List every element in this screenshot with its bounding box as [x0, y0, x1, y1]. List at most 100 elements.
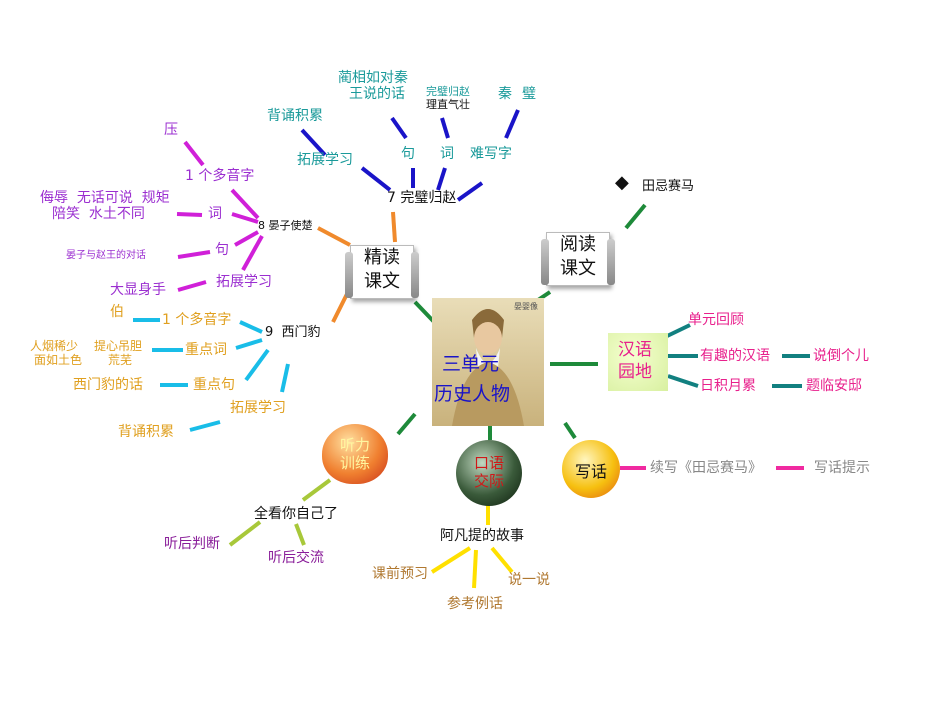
center-title-line2: 历史人物: [434, 383, 511, 405]
link-tuozhan-beisong: [189, 420, 221, 432]
lesson8-num: 8: [258, 219, 265, 232]
link-center-tingli: [396, 412, 417, 436]
link-hanyu-daily: [667, 374, 699, 388]
lesson8-duoyin[interactable]: 1 个多音字: [185, 168, 254, 184]
lesson9-words-b[interactable]: 提心吊胆 荒芜: [94, 339, 142, 368]
lesson8-ya[interactable]: 压: [164, 122, 178, 138]
link-l9-duoyin: [239, 320, 263, 334]
lin-line1: 蔺相如对秦: [338, 70, 408, 86]
link-l8-duoyin: [230, 188, 260, 220]
branch-jingdu[interactable]: 精读 课文: [345, 245, 419, 299]
lesson9-words-a1: 人烟稀少: [30, 339, 79, 353]
lesson8-node[interactable]: 8 晏子使楚: [258, 219, 313, 233]
lesson7-beisong[interactable]: 背诵积累: [267, 108, 323, 124]
lesson8-tuozhan-item[interactable]: 大显身手: [110, 282, 166, 298]
link-l8-ci: [231, 212, 259, 224]
wanbi-line1: 完璧归赵: [426, 85, 470, 98]
oral-b[interactable]: 参考例话: [447, 596, 503, 612]
lesson9-beisong[interactable]: 背诵积累: [118, 424, 174, 440]
lesson9-duoyin[interactable]: 1 个多音字: [162, 312, 232, 328]
lesson7-idiom[interactable]: 完璧归赵 理直气壮: [426, 85, 470, 111]
lesson7-node[interactable]: 7 完璧归赵: [387, 190, 456, 206]
link-ci-wanbi: [440, 117, 450, 139]
link-jingdu-l8: [317, 226, 351, 247]
link-story-b: [472, 549, 478, 589]
branch-yuedu-line2: 课文: [560, 258, 596, 279]
branch-tingli-line2: 训练: [339, 454, 370, 472]
lesson9-ju-item[interactable]: 西门豹的话: [73, 377, 143, 393]
scroll-icon: [607, 239, 615, 285]
garden-daily-item[interactable]: 题临安邸: [806, 378, 862, 394]
reading-bullet-icon: ◆: [615, 172, 629, 193]
branch-kouyu[interactable]: 口语 交际: [456, 440, 522, 506]
branch-hanyu[interactable]: 汉语 园地: [608, 333, 668, 391]
garden-fun[interactable]: 有趣的汉语: [700, 348, 770, 364]
branch-xiehua-label: 写话: [574, 462, 607, 481]
lesson7-lin-quote[interactable]: 蔺相如对秦 王说的话: [338, 70, 408, 102]
lesson9-words-a2: 面如土色: [34, 352, 83, 367]
listening-b[interactable]: 听后交流: [268, 550, 324, 566]
lesson8-ju[interactable]: 句: [215, 242, 229, 258]
lesson9-zhongdianci[interactable]: 重点词: [185, 342, 227, 358]
link-title-b: [294, 523, 306, 546]
lesson9-words-b2: 荒芜: [108, 352, 133, 367]
link-l9-ju: [244, 348, 270, 382]
lesson7-ju[interactable]: 句: [401, 146, 415, 162]
listening-title[interactable]: 全看你自己了: [254, 506, 338, 522]
center-title-line1: 三单元: [442, 353, 500, 375]
lesson9-bo[interactable]: 伯: [110, 304, 124, 320]
lesson8-duoyin-num: 1 个: [185, 168, 213, 184]
lesson7-char-bi[interactable]: 璧: [522, 86, 536, 102]
lesson8-words[interactable]: 侮辱 无话可说 规矩 陪笑 水土不同: [40, 190, 170, 222]
branch-hanyu-line1: 汉语: [618, 340, 652, 360]
link-l7-nanxie: [456, 181, 484, 202]
lesson9-node[interactable]: 9 西门豹: [265, 325, 321, 341]
link-l9-ci: [235, 338, 263, 350]
wanbi-line2: 理直气壮: [426, 97, 470, 111]
center-node: 晏婴像 三单元 历史人物: [432, 298, 544, 426]
lesson8-ci[interactable]: 词: [208, 206, 222, 222]
scroll-icon: [541, 239, 549, 285]
branch-tingli-line1: 听力: [339, 436, 370, 454]
listening-a[interactable]: 听后判断: [164, 536, 220, 552]
lesson8-words-line2: 陪笑 水土不同: [52, 206, 145, 223]
lesson9-tuozhan[interactable]: 拓展学习: [230, 400, 286, 416]
link-l9-tuozhan: [280, 363, 290, 393]
link-title-a: [228, 520, 262, 547]
branch-jingdu-line1: 精读: [364, 247, 400, 268]
link-l8-ju: [234, 230, 259, 247]
link-story-c: [490, 546, 514, 574]
link-l7-tuozhan: [360, 166, 392, 192]
garden-fun-item[interactable]: 说倒个儿: [813, 348, 869, 364]
oral-c[interactable]: 说一说: [508, 572, 550, 588]
writing-task[interactable]: 续写《田忌赛马》: [650, 460, 762, 476]
link-nanxie-qinbi: [504, 109, 520, 139]
link-tuozhan-beisong: [300, 128, 327, 157]
oral-story[interactable]: 阿凡提的故事: [440, 528, 524, 544]
garden-daily[interactable]: 日积月累: [700, 378, 756, 394]
lesson9-zhongdianju[interactable]: 重点句: [193, 377, 235, 393]
writing-tip[interactable]: 写话提示: [814, 460, 870, 476]
reading-title[interactable]: 田忌赛马: [642, 179, 695, 194]
branch-tingli[interactable]: 听力 训练: [322, 424, 388, 484]
lesson7-char-qin[interactable]: 秦: [498, 86, 512, 102]
lesson7-tuozhan[interactable]: 拓展学习: [297, 152, 353, 168]
lesson7-title: 完璧归赵: [400, 190, 457, 206]
link-l8-tuozhan: [241, 235, 264, 271]
lesson8-ju-item[interactable]: 晏子与赵王的对话: [66, 250, 146, 261]
link-center-xiehua: [563, 421, 577, 440]
branch-kouyu-line2: 交际: [473, 472, 504, 490]
lesson7-ci[interactable]: 词: [440, 146, 454, 162]
lesson7-nanxie[interactable]: 难写字: [470, 146, 512, 162]
lesson8-tuozhan[interactable]: 拓展学习: [216, 274, 272, 290]
oral-a[interactable]: 课前预习: [372, 566, 428, 582]
lesson9-words-a[interactable]: 人烟稀少 面如土色: [30, 339, 83, 368]
branch-yuedu-line1: 阅读: [560, 234, 596, 255]
garden-review[interactable]: 单元回顾: [688, 312, 744, 328]
branch-yuedu[interactable]: 阅读 课文: [541, 232, 615, 286]
lesson8-words-line1: 侮辱 无话可说 规矩: [40, 190, 170, 206]
lesson8-duoyin-label: 多音字: [212, 168, 255, 184]
branch-xiehua[interactable]: 写话: [562, 440, 620, 498]
